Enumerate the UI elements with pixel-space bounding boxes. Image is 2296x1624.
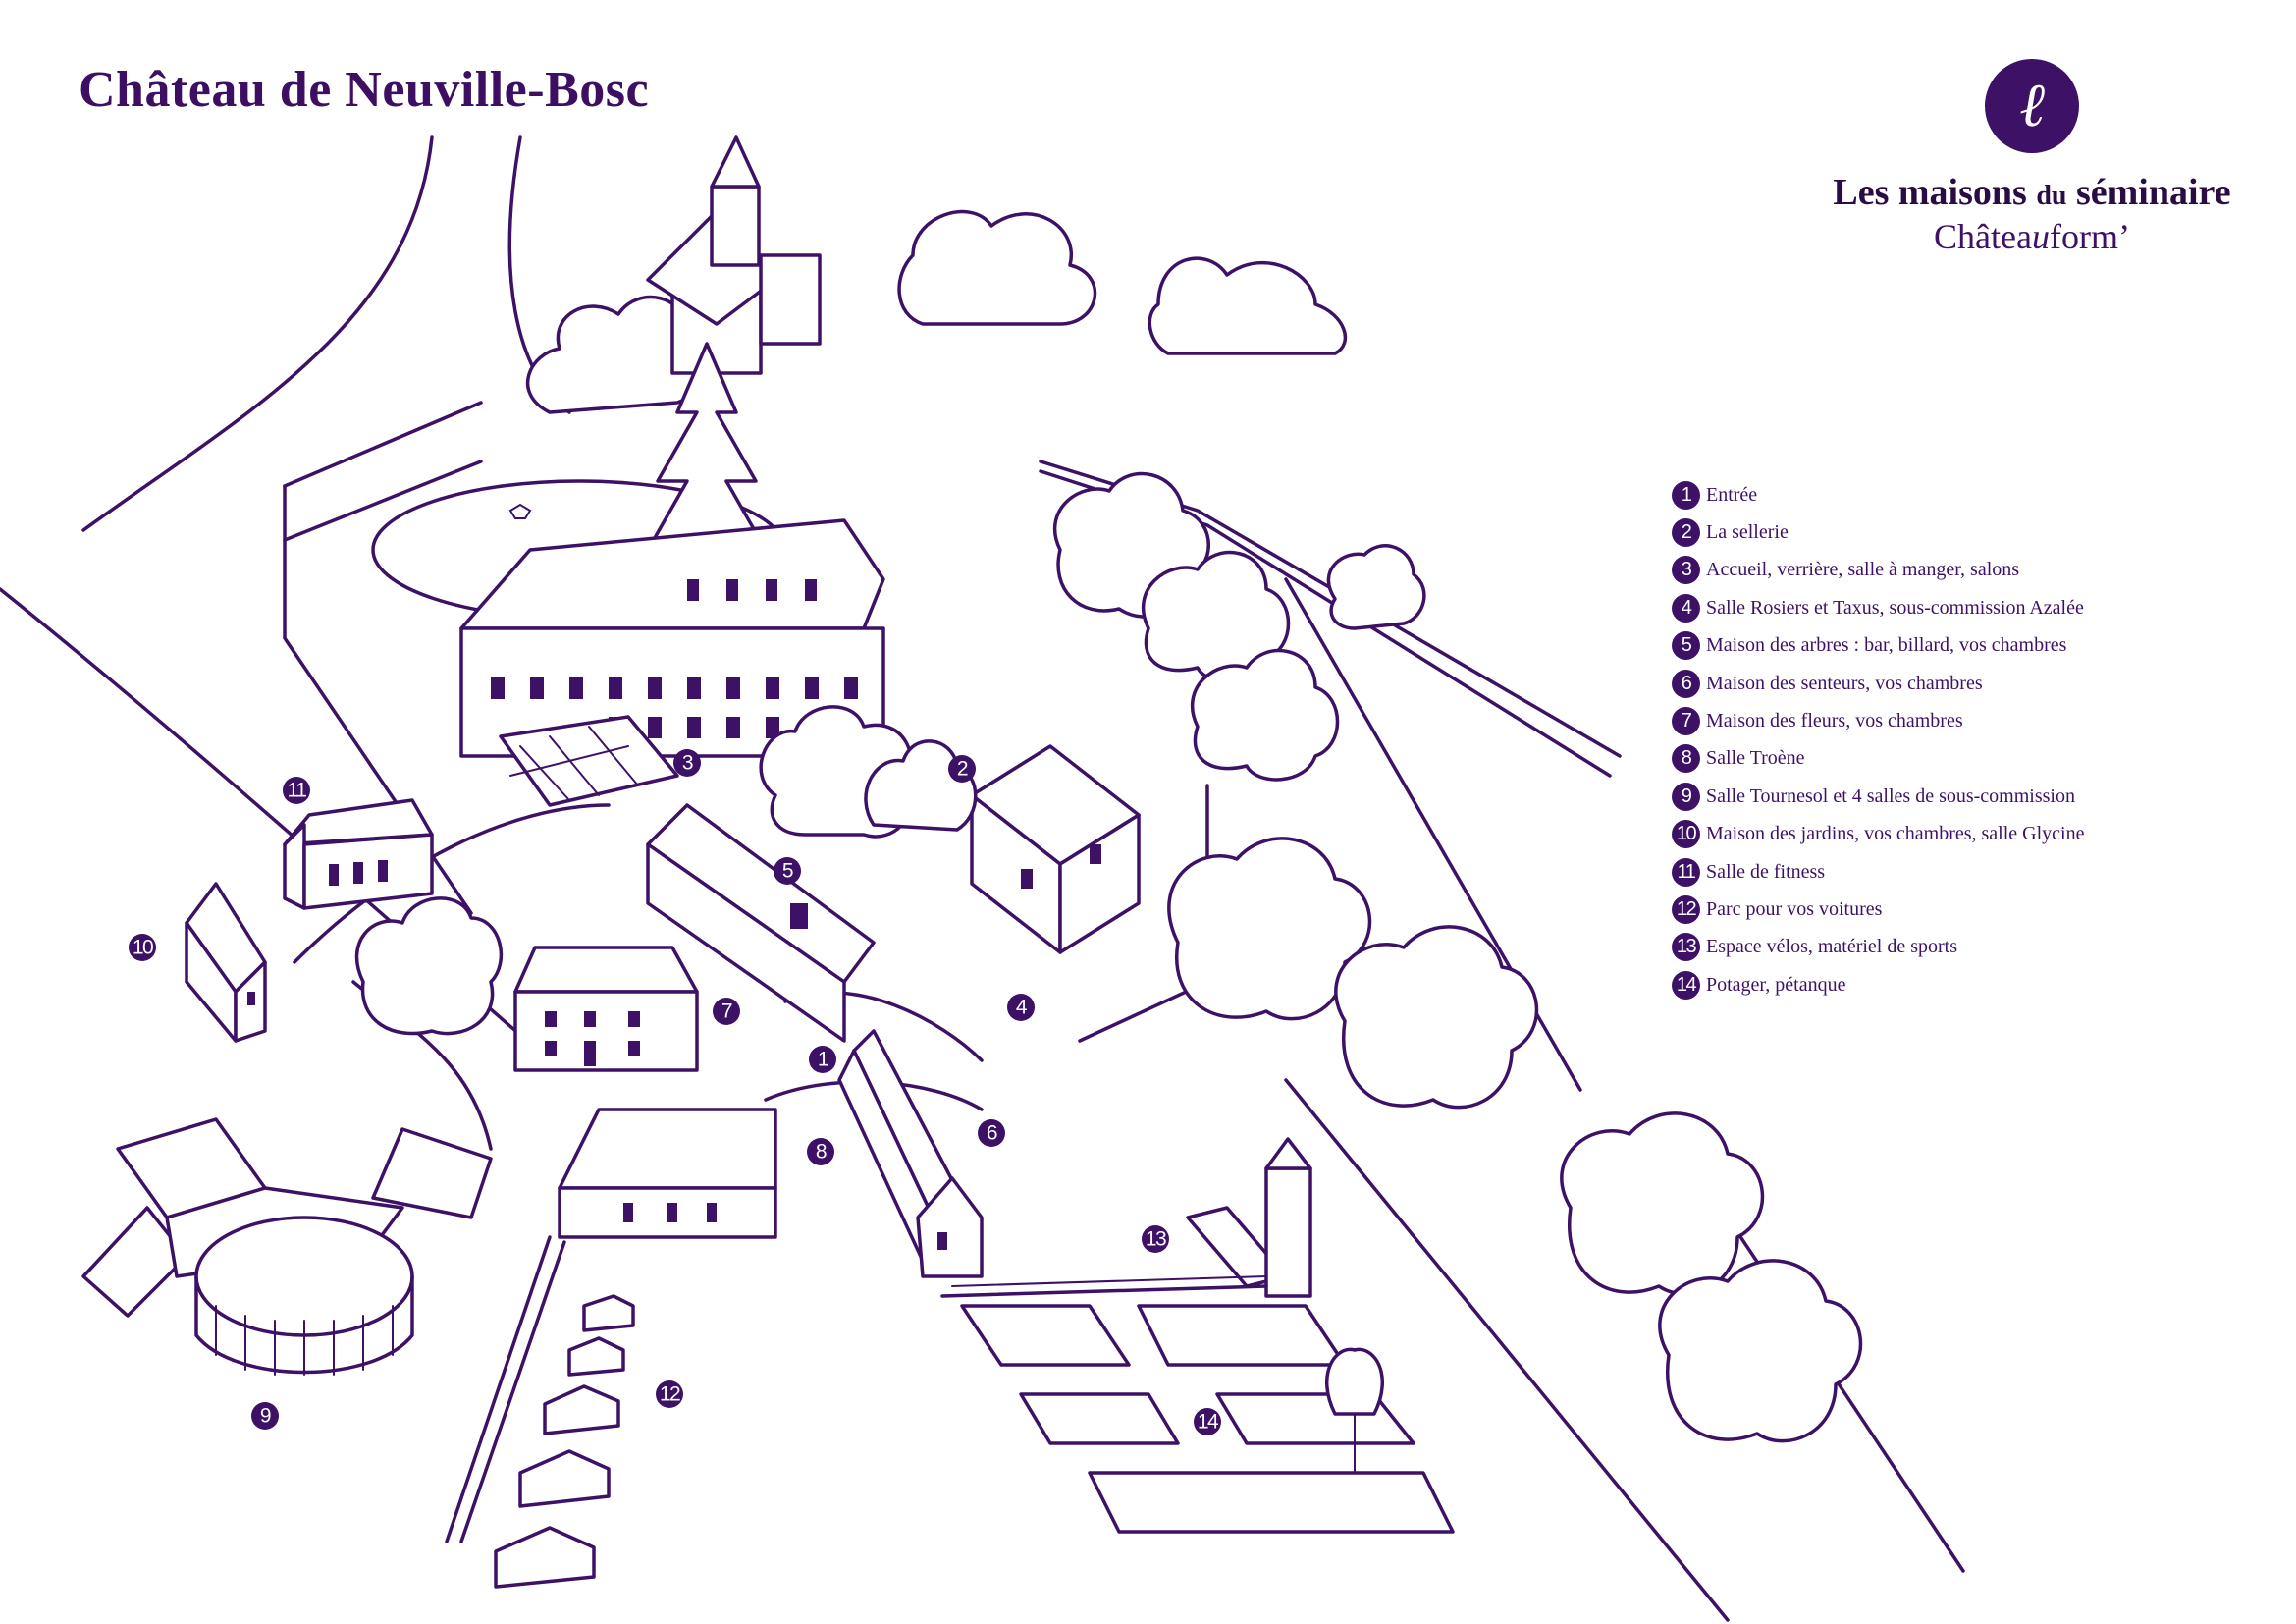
- building-salle-tournesol: [81, 1117, 493, 1376]
- map-marker-8[interactable]: 8: [807, 1138, 834, 1165]
- brand-tagline: Les maisons du séminaire: [1833, 172, 2231, 213]
- legend-number-badge: 10: [1672, 820, 1700, 849]
- map-marker-10[interactable]: 10: [129, 934, 156, 961]
- legend-item: 13 Espace vélos, matériel de sports: [1672, 929, 2084, 966]
- building-maison-des-senteurs: [837, 1029, 984, 1278]
- svg-text:11: 11: [288, 780, 307, 802]
- map-marker-4[interactable]: 4: [1007, 994, 1035, 1021]
- map-marker-12[interactable]: 12: [656, 1380, 683, 1408]
- maison-des-arbres: [646, 803, 876, 1043]
- map-markers: 1 2 3 4 5 6 7 8 9 10 11 12 13 14: [129, 749, 1221, 1435]
- legend-number-badge: 11: [1672, 857, 1700, 887]
- legend-label: Maison des jardins, vos chambres, salle …: [1706, 823, 2085, 845]
- legend-number-badge: 1: [1672, 480, 1700, 510]
- svg-text:5: 5: [782, 860, 793, 883]
- legend-number-badge: 5: [1672, 631, 1700, 661]
- svg-text:13: 13: [1146, 1228, 1166, 1251]
- map-marker-11[interactable]: 11: [283, 777, 310, 804]
- legend-number-badge: 6: [1672, 669, 1700, 698]
- map-legend: 1 Entrée 2 La sellerie 3 Accueil, verrière,…: [1672, 476, 2084, 1003]
- building-salle-troene: [558, 1108, 777, 1239]
- legend-item: 9 Salle Tournesol et 4 salles de sous-com…: [1672, 778, 2084, 815]
- car-icon: [518, 1449, 611, 1508]
- legend-item: 4 Salle Rosiers et Taxus, sous-commission…: [1672, 589, 2084, 626]
- building-fitness: [283, 798, 434, 910]
- svg-text:2: 2: [957, 758, 968, 781]
- svg-text:6: 6: [987, 1122, 997, 1145]
- legend-item: 7 Maison des fleurs, vos chambres: [1672, 702, 2084, 739]
- legend-item: 3 Accueil, verrière, salle à manger, salo…: [1672, 552, 2084, 589]
- legend-item: 11 Salle de fitness: [1672, 853, 2084, 891]
- map-marker-14[interactable]: 14: [1194, 1408, 1221, 1435]
- svg-text:1: 1: [818, 1049, 828, 1071]
- legend-number-badge: 8: [1672, 744, 1700, 774]
- car-icon: [494, 1526, 596, 1589]
- map-marker-3[interactable]: 3: [673, 749, 701, 777]
- page-title: Château de Neuville-Bosc: [79, 62, 650, 118]
- building-maison-des-fleurs: [513, 946, 699, 1072]
- legend-item: 6 Maison des senteurs, vos chambres: [1672, 665, 2084, 702]
- legend-label: Salle Troène: [1706, 747, 1805, 770]
- map-marker-7[interactable]: 7: [713, 998, 740, 1025]
- legend-label: Salle de fitness: [1706, 860, 1826, 883]
- legend-number-badge: 14: [1672, 970, 1700, 1000]
- building-espace-velos: [940, 1137, 1312, 1298]
- legend-number-badge: 13: [1672, 933, 1700, 962]
- vegetable-garden: [960, 1304, 1455, 1534]
- map-marker-9[interactable]: 9: [251, 1402, 279, 1430]
- svg-text:3: 3: [682, 752, 693, 775]
- car-icon: [582, 1294, 635, 1332]
- trees: [354, 471, 1863, 1443]
- parking-cars: [445, 1235, 635, 1589]
- map-marker-6[interactable]: 6: [978, 1119, 1005, 1147]
- legend-item: 10 Maison des jardins, vos chambres, sall…: [1672, 816, 2084, 853]
- chateau-main: [459, 518, 885, 807]
- legend-label: Potager, pétanque: [1706, 973, 1846, 996]
- legend-number-badge: 2: [1672, 518, 1700, 548]
- legend-label: Parc pour vos voitures: [1706, 897, 1883, 920]
- legend-number-badge: 4: [1672, 593, 1700, 623]
- car-icon: [543, 1384, 620, 1435]
- legend-label: Salle Rosiers et Taxus, sous-commission …: [1706, 596, 2084, 619]
- map-marker-5[interactable]: 5: [774, 857, 801, 885]
- chateauform-logo-icon: ℓ: [1985, 59, 2079, 153]
- legend-label: La sellerie: [1706, 521, 1789, 544]
- map-marker-13[interactable]: 13: [1142, 1225, 1169, 1253]
- legend-label: Maison des arbres : bar, billard, vos ch…: [1706, 634, 2067, 657]
- svg-text:4: 4: [1016, 997, 1028, 1019]
- brand-name: Châteauform’: [1934, 217, 2130, 256]
- car-icon: [567, 1336, 625, 1377]
- svg-text:10: 10: [133, 937, 153, 959]
- legend-item: 8 Salle Troène: [1672, 740, 2084, 778]
- legend-label: Maison des senteurs, vos chambres: [1706, 672, 1983, 694]
- legend-item: 2 La sellerie: [1672, 514, 2084, 551]
- svg-text:8: 8: [816, 1141, 827, 1164]
- legend-label: Espace vélos, matériel de sports: [1706, 936, 1958, 958]
- building-maison-des-jardins: [185, 882, 267, 1043]
- church: [526, 135, 1347, 414]
- map-marker-2[interactable]: 2: [948, 755, 976, 783]
- legend-item: 14 Potager, pétanque: [1672, 966, 2084, 1003]
- legend-number-badge: 12: [1672, 894, 1700, 924]
- svg-text:12: 12: [660, 1383, 680, 1406]
- brand-block: ℓ Les maisons du séminaire Châteauform’: [1796, 59, 2268, 257]
- legend-label: Entrée: [1706, 483, 1758, 506]
- legend-number-badge: 3: [1672, 556, 1700, 585]
- legend-label: Maison des fleurs, vos chambres: [1706, 710, 1963, 732]
- legend-item: 5 Maison des arbres : bar, billard, vos c…: [1672, 627, 2084, 665]
- svg-text:9: 9: [260, 1405, 271, 1428]
- legend-item: 12 Parc pour vos voitures: [1672, 891, 2084, 928]
- svg-text:14: 14: [1198, 1411, 1219, 1434]
- legend-number-badge: 7: [1672, 707, 1700, 736]
- sellerie: [970, 744, 1209, 1043]
- legend-number-badge: 9: [1672, 782, 1700, 811]
- map-marker-1[interactable]: 1: [809, 1046, 836, 1073]
- legend-label: Accueil, verrière, salle à manger, salon…: [1706, 559, 2020, 581]
- legend-label: Salle Tournesol et 4 salles de sous-comm…: [1706, 785, 2075, 807]
- legend-item: 1 Entrée: [1672, 476, 2084, 514]
- svg-text:7: 7: [721, 1001, 732, 1023]
